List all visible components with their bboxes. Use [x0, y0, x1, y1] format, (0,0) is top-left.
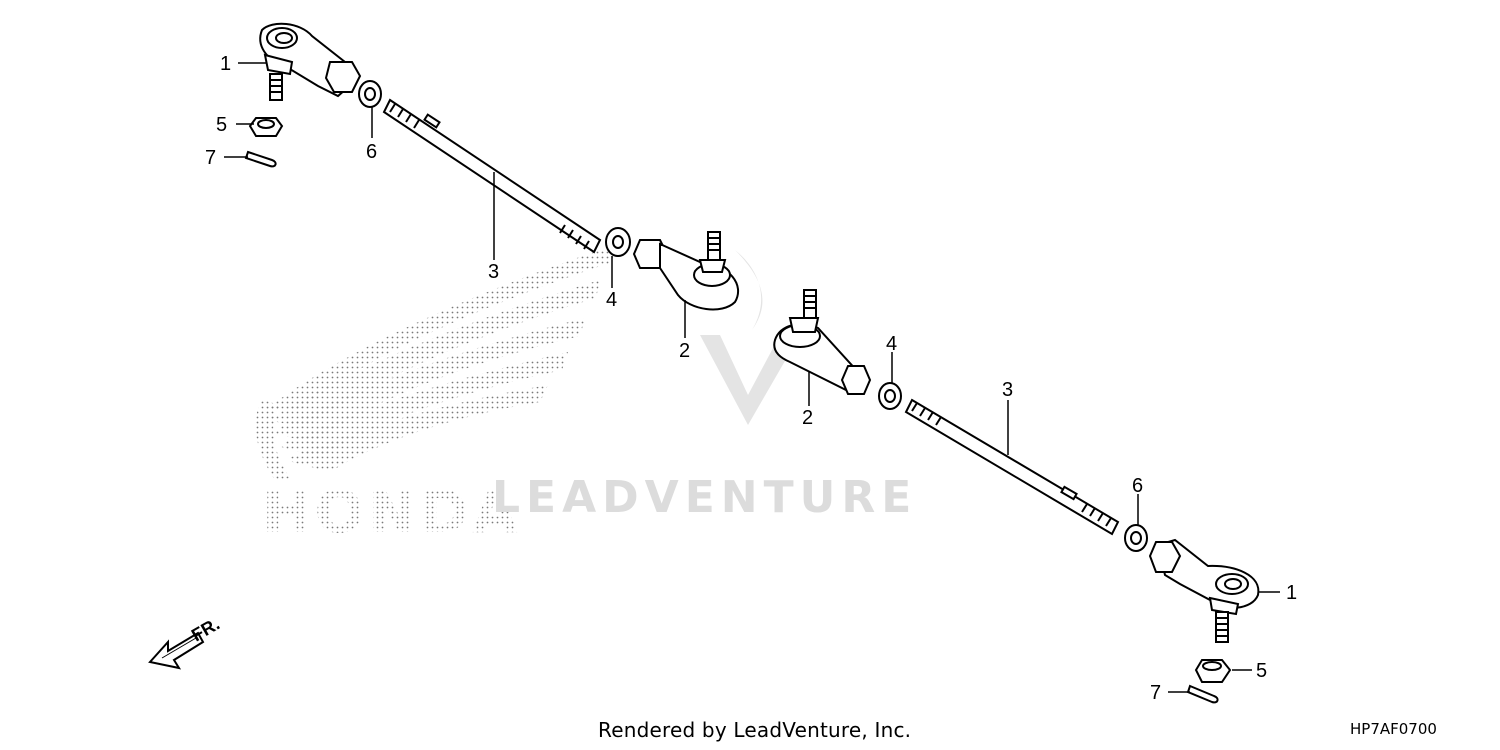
callout-numbers: 1 5 7 6 3 4 2 2 4 3 6 1 5 7 — [205, 53, 1297, 704]
tie-rod-left — [382, 98, 602, 254]
brand-logo-text: HONDA — [262, 478, 521, 546]
render-credit: Rendered by LeadVenture, Inc. — [598, 718, 912, 742]
lock-nut-left — [605, 227, 631, 257]
callout-tie-rod-left: 3 — [488, 261, 499, 283]
tie-rod-end-left — [259, 22, 362, 101]
callout-ball-joint-inner-right: 2 — [802, 407, 813, 429]
callout-cotter-pin-right: 7 — [1150, 682, 1161, 704]
ball-joint-inner-left — [632, 231, 740, 311]
callout-washer-left: 6 — [366, 141, 377, 163]
cotter-pin-left — [244, 150, 277, 168]
castle-nut-right — [1194, 659, 1232, 683]
tie-rod-right — [904, 398, 1120, 536]
watermark-text: LEADVENTURE — [492, 472, 917, 523]
honda-wing-logo: HONDA — [255, 245, 615, 546]
callout-lock-nut-left: 4 — [606, 289, 617, 311]
callout-lock-nut-right: 4 — [886, 333, 897, 355]
callout-tie-rod-right: 3 — [1002, 379, 1013, 401]
castle-nut-left — [248, 117, 284, 137]
diagram-code: HP7AF0700 — [1350, 720, 1437, 738]
cotter-pin-right — [1186, 684, 1219, 704]
tie-rod-end-right — [1148, 538, 1260, 643]
leader-lines — [224, 62, 1280, 693]
washer-right — [1124, 524, 1148, 552]
leadventure-watermark: LEADVENTURE — [492, 250, 917, 523]
front-direction-arrow: FR. — [148, 614, 223, 670]
callout-cotter-pin-left: 7 — [205, 147, 216, 169]
lock-nut-right — [878, 382, 902, 410]
ball-joint-inner-right — [773, 289, 872, 395]
callout-washer-right: 6 — [1132, 475, 1143, 497]
washer-left — [358, 80, 382, 108]
callout-ball-joint-inner-left: 2 — [679, 340, 690, 362]
callout-castle-nut-left: 5 — [216, 114, 227, 136]
callout-tie-rod-end-right: 1 — [1286, 582, 1297, 604]
callout-tie-rod-end-left: 1 — [220, 53, 231, 75]
callout-castle-nut-right: 5 — [1256, 660, 1267, 682]
